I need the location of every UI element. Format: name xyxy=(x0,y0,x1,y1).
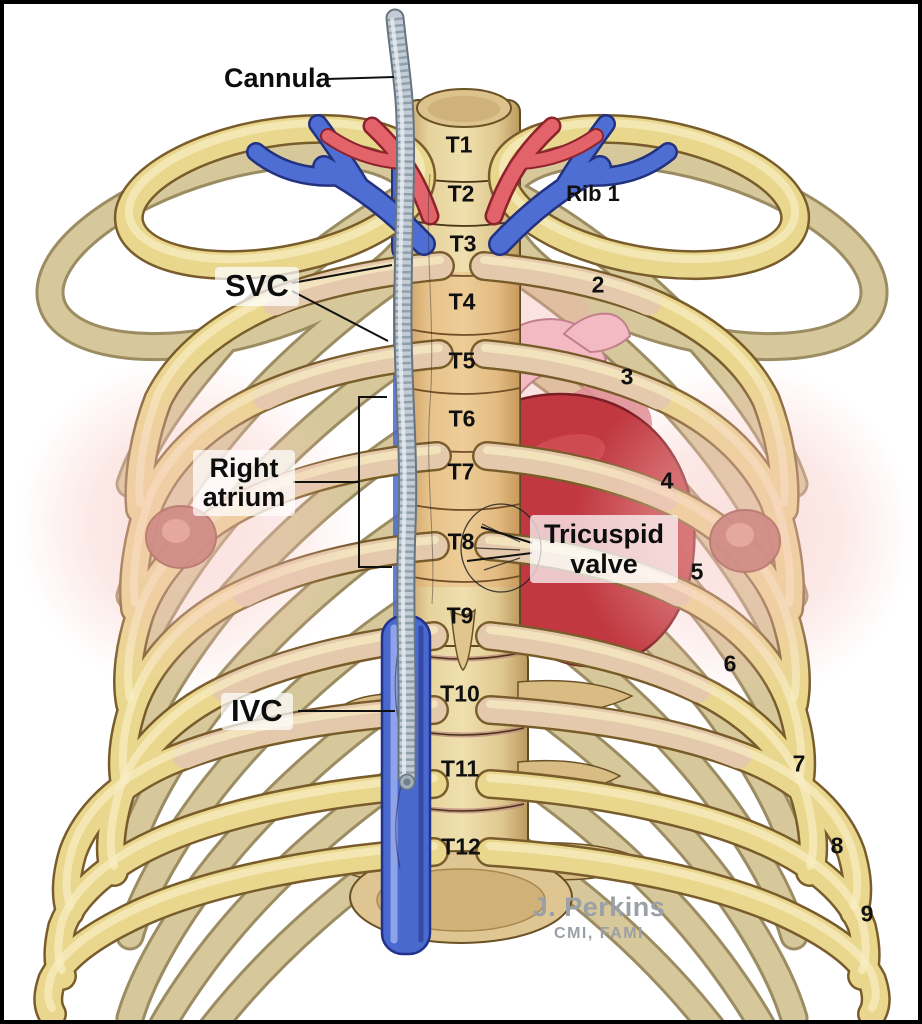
vertebra-label-t9: T9 xyxy=(446,602,474,629)
label-cannula: Cannula xyxy=(224,63,331,93)
rib-number-6: 6 xyxy=(723,650,737,677)
vertebra-label-t11: T11 xyxy=(440,755,480,782)
right-atrium-bracket xyxy=(358,396,392,568)
pulmonary-branch xyxy=(562,312,632,354)
vertebra-label-t12: T12 xyxy=(441,833,481,860)
rib-number-3: 3 xyxy=(620,363,634,390)
signature-name: J. Perkins xyxy=(532,892,666,922)
spinous-process xyxy=(450,608,476,671)
vertebra-label-t4: T4 xyxy=(448,288,476,315)
label-svc: SVC xyxy=(215,267,299,306)
cannula-leader-line xyxy=(326,76,395,80)
artist-signature: J. Perkins CMI, FAMI xyxy=(524,892,674,943)
rib-number-2: 2 xyxy=(591,271,605,298)
tricuspid-leader-lines xyxy=(466,526,533,562)
vertebra-label-t1: T1 xyxy=(445,131,473,158)
vertebra-label-t7: T7 xyxy=(447,458,475,485)
rib-number-9: 9 xyxy=(860,900,874,927)
vertebra-label-t10: T10 xyxy=(440,680,480,707)
vertebra-label-t8: T8 xyxy=(447,528,475,555)
label-tricuspid-valve: Tricuspid valve xyxy=(530,515,678,583)
vertebra-label-t3: T3 xyxy=(449,230,477,257)
breast-shadows xyxy=(16,354,914,702)
vertebra-label-t5: T5 xyxy=(448,347,476,374)
rib-number-7: 7 xyxy=(792,750,806,777)
anatomy-illustration xyxy=(4,4,914,1020)
label-right-atrium: Right atrium xyxy=(193,450,295,516)
leader-lines xyxy=(291,76,533,712)
svc-leader-lines xyxy=(291,264,393,342)
cannula-tube xyxy=(392,18,415,791)
signature-credentials: CMI, FAMI xyxy=(554,925,644,942)
label-ivc: IVC xyxy=(221,693,293,730)
rib-number-4: 4 xyxy=(660,467,674,494)
vertebra-label-t6: T6 xyxy=(448,405,476,432)
rib-number-8: 8 xyxy=(830,832,844,859)
rib-number-5: 5 xyxy=(690,558,704,585)
vertebra-label-t2: T2 xyxy=(447,180,475,207)
label-rib1: Rib 1 xyxy=(566,181,620,206)
